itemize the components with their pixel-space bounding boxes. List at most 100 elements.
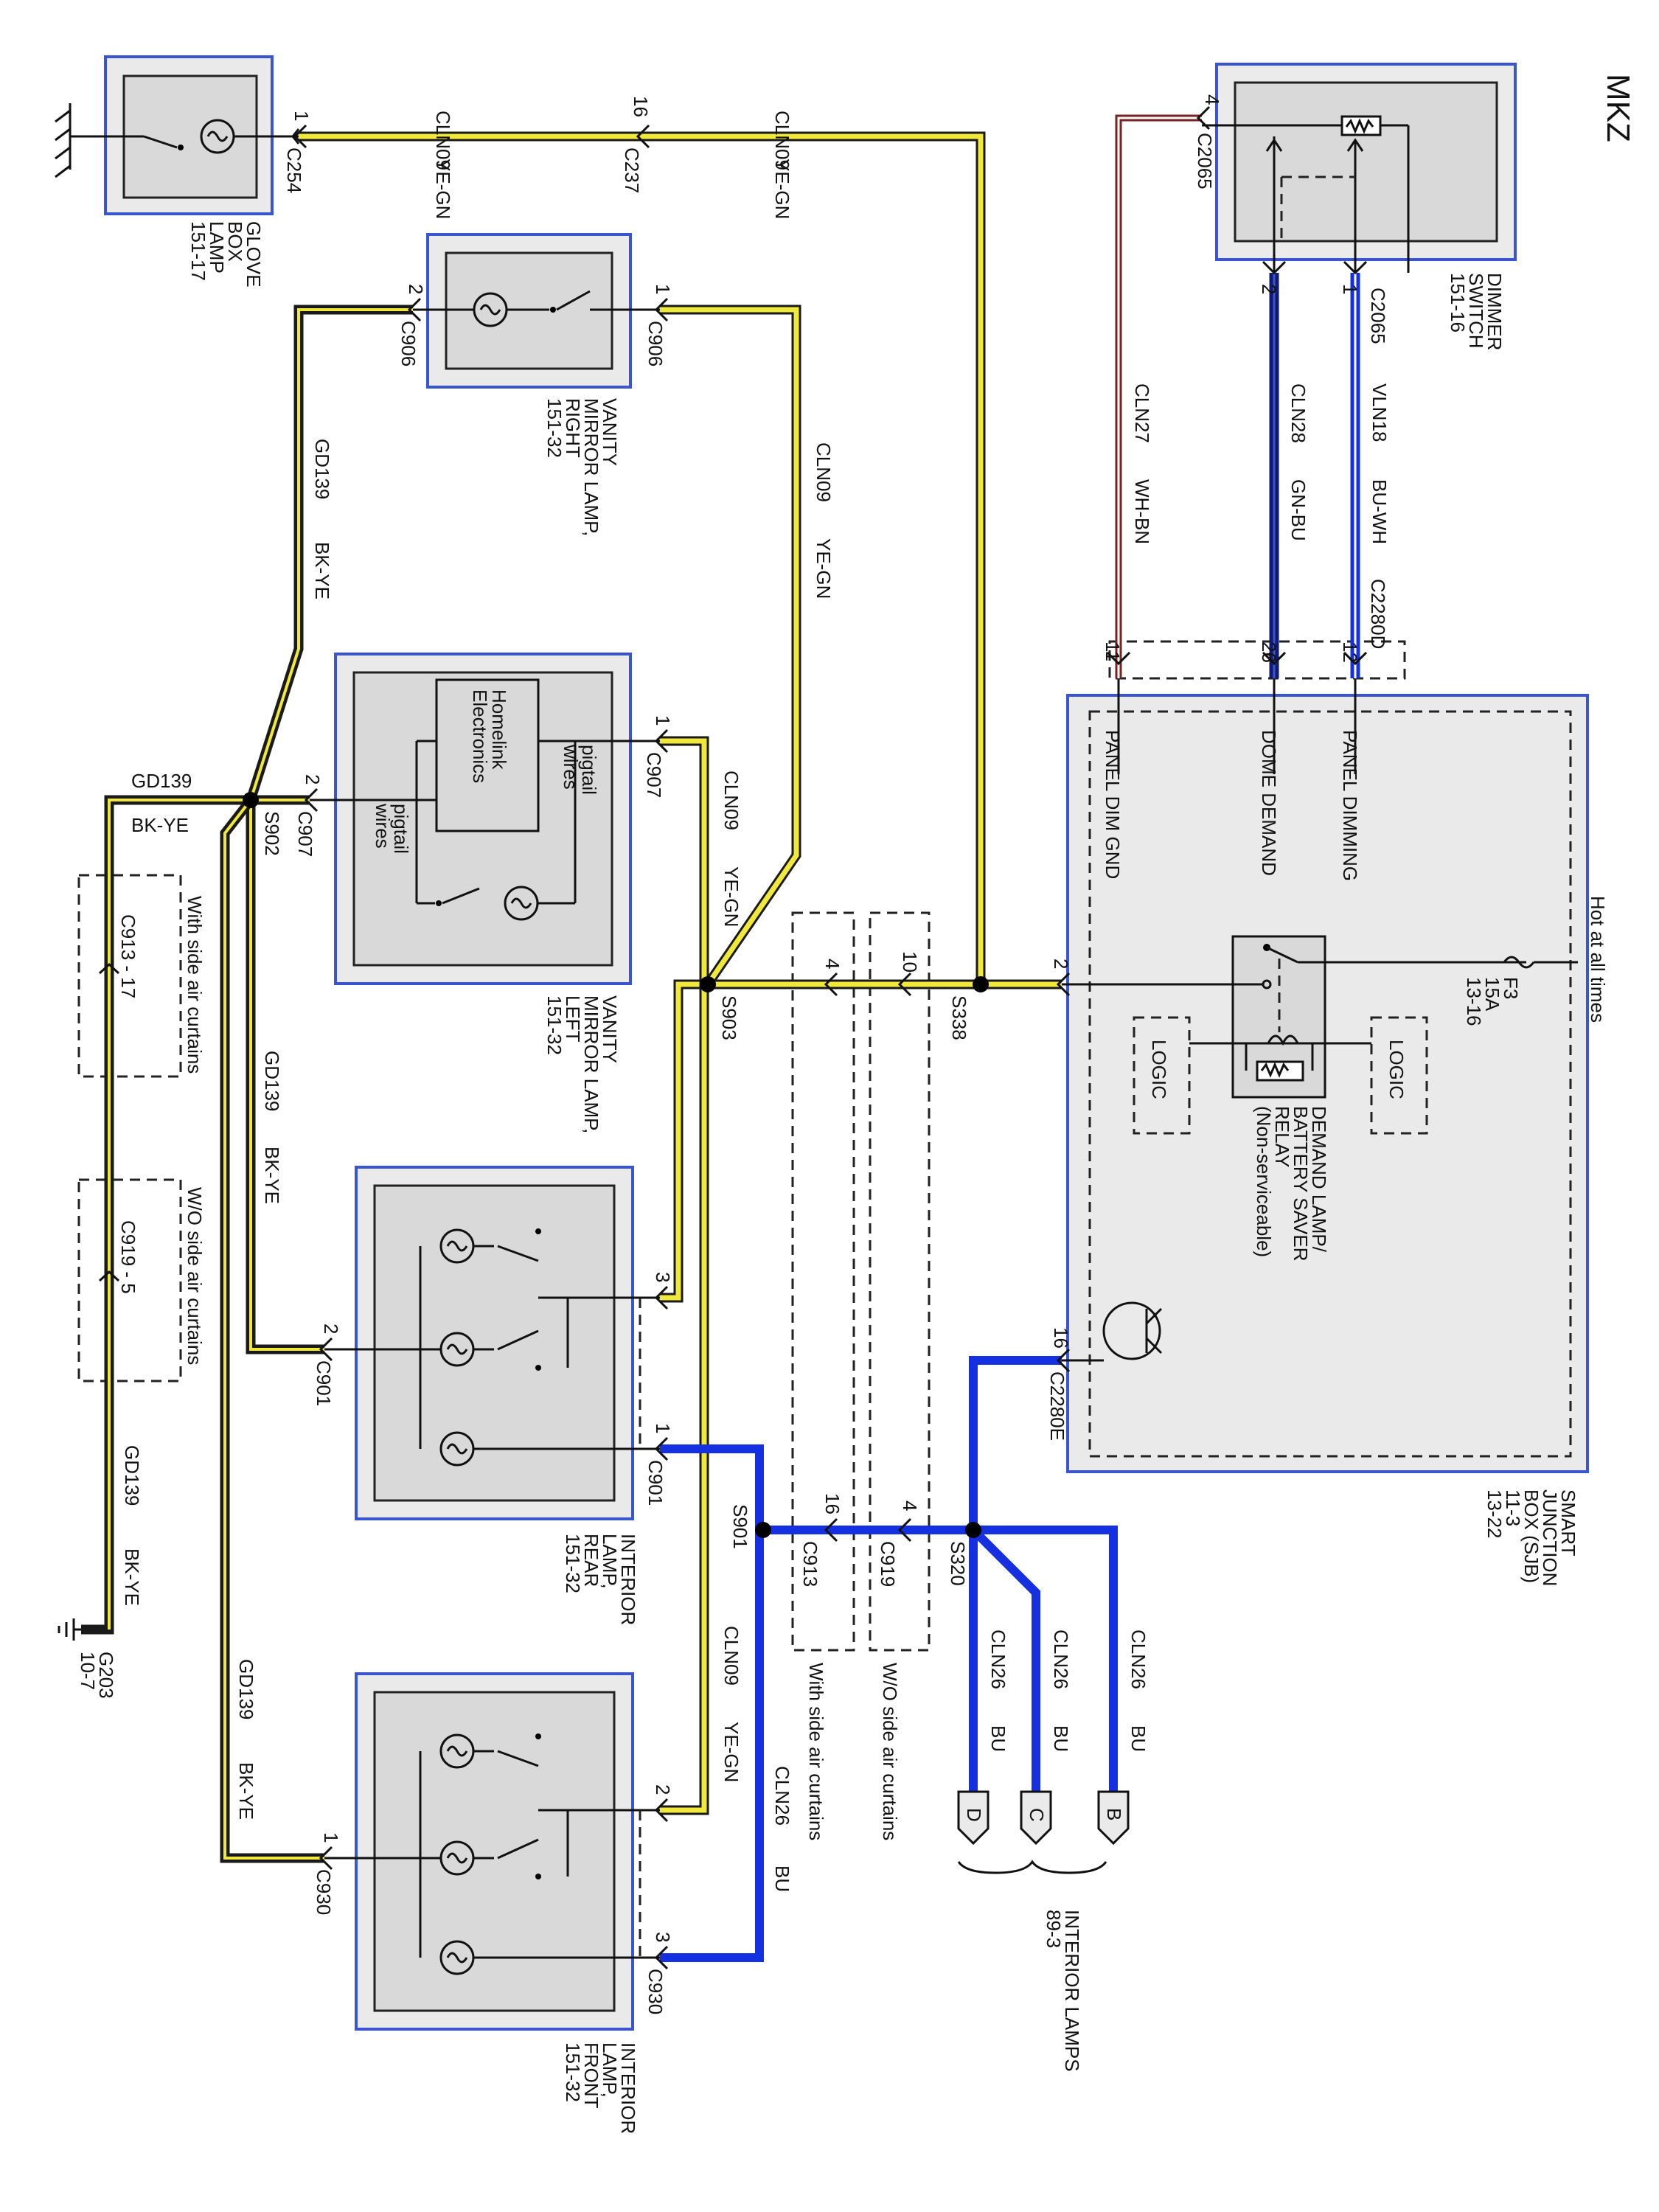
pin-c930-2: 2 (652, 1784, 674, 1795)
interior-lamp-front (324, 1672, 660, 2031)
ground-icon (55, 103, 81, 178)
homelink-label-1: Homelink (488, 689, 510, 770)
wire-label-bu-1: BU (771, 1865, 793, 1892)
splice-s903: S903 (718, 995, 740, 1040)
ground-g203-icon (58, 1618, 81, 1641)
option-box-with-sac (791, 911, 855, 1652)
pigtail-label-1: pigtail (578, 745, 600, 795)
splice-s902: S902 (261, 811, 283, 856)
pin-sjb-11: 11 (1102, 641, 1124, 661)
hot-at-all-times-label: Hot at all times (1587, 896, 1609, 1023)
glove-box-label-4: 151-17 (187, 221, 209, 281)
splice-s338-dot (973, 976, 989, 992)
vanity-right-label-3: RIGHT (562, 398, 584, 458)
wire-label-bu-2: BU (1127, 1725, 1150, 1752)
relay-label-1: DEMAND LAMP/ (1308, 1106, 1330, 1253)
wire-label-bu-wh: BU-WH (1368, 479, 1391, 544)
vanity-left-label-2: MIRROR LAMP, (580, 995, 602, 1133)
interior-rear-label-4: 151-32 (562, 1534, 584, 1593)
logic-label-left: LOGIC (1148, 1040, 1170, 1099)
wire-label-cln26-2: CLN26 (1127, 1630, 1150, 1689)
pin-c906-1: 1 (652, 284, 674, 294)
sjb-label-2: JUNCTION (1539, 1489, 1561, 1586)
vanity-left-label-1: VANITY (599, 995, 621, 1063)
page-title: MKZ (1600, 74, 1636, 142)
glove-box-label-1: GLOVE (243, 221, 265, 288)
wire-label-bu-4: BU (987, 1725, 1009, 1752)
interior-front-label-3: FRONT (580, 2042, 602, 2109)
pin-sjb-12: 12 (1339, 641, 1361, 663)
splice-s901-dot (755, 1522, 771, 1538)
labels: MKZ GLOVE BOX LAMP 151-17 VANITY MIRROR … (77, 74, 1636, 2134)
pin-c913-16: 16 (821, 1493, 844, 1514)
connector-c919-5: C919 - 5 (117, 1220, 139, 1294)
vanity-right-label-1: VANITY (599, 398, 621, 466)
pin-c901-3: 3 (652, 1272, 674, 1282)
pin-sjb-2: 2 (1050, 959, 1072, 969)
wire-label-gd139-3: GD139 (235, 1659, 257, 1719)
connector-c901-left: C901 (313, 1360, 335, 1406)
wire-label-cln09-3: CLN09 (813, 442, 835, 502)
wire-cln27-wh-bn (1115, 114, 1202, 678)
fuse-label-2: 15A (1481, 977, 1503, 1012)
connector-c907-left: C907 (294, 811, 316, 857)
fuse-label-3: 13-16 (1463, 977, 1485, 1026)
connector-c2065-bottom: C2065 (1367, 288, 1389, 344)
relay-label-3: RELAY (1271, 1106, 1293, 1167)
vanity-left-label-4: 151-32 (543, 995, 566, 1055)
sjb-label-4: 11-3 (1502, 1489, 1524, 1526)
option-label-with-sac-2: With side air curtains (805, 1663, 827, 1840)
wire-label-bk-ye-1: BK-YE (311, 542, 333, 599)
fuse-label-1: F3 (1500, 977, 1522, 999)
splice-s320: S320 (947, 1541, 969, 1586)
homelink-label-2: Electronics (469, 689, 491, 783)
pin-glove-1: 1 (291, 111, 313, 121)
wire-label-ye-gn-4: YE-GN (720, 866, 742, 927)
ground-label-1: G203 (95, 1652, 117, 1699)
pigtail-label-4: wires (372, 803, 394, 849)
splice-s903-dot (700, 976, 716, 992)
sjb-label-3: BOX (SJB) (1520, 1489, 1543, 1583)
interior-lamp-connectors (957, 1790, 1130, 1874)
wire-cln09-ye-gn (299, 131, 1062, 1815)
connector-c901-right: C901 (644, 1460, 667, 1506)
splice-s901: S901 (729, 1504, 751, 1549)
ground-label-2: 10-7 (77, 1652, 99, 1690)
pin-c2065-2: 2 (1258, 284, 1280, 294)
splice-s338: S338 (948, 995, 970, 1040)
connector-c913: C913 (799, 1541, 821, 1587)
pin-c2280e-16: 16 (1050, 1327, 1072, 1349)
vanity-mirror-lamp-left (310, 653, 660, 985)
wire-cln26-bu (660, 1356, 1118, 1962)
pin-sjb-26: 26 (1258, 641, 1280, 663)
panel-dim-gnd-label: PANEL DIM GND (1102, 730, 1124, 879)
pin-c930-3: 3 (652, 1932, 674, 1942)
interior-front-label-4: 151-32 (562, 2042, 584, 2102)
sjb-label-1: SMART (1557, 1489, 1579, 1557)
wire-label-ye-gn-1: YE-GN (432, 159, 454, 219)
pin-c2065-4: 4 (1201, 94, 1223, 105)
wire-label-cln27: CLN27 (1131, 383, 1153, 443)
glove-box-lamp (81, 55, 300, 215)
wire-label-vln18: VLN18 (1368, 383, 1391, 442)
pin-c901-2: 2 (320, 1324, 342, 1334)
glove-box-label-3: LAMP (206, 221, 228, 274)
option-label-wo-sac-2: W/O side air curtains (879, 1663, 901, 1840)
interior-front-label-2: LAMP, (599, 2042, 621, 2098)
wire-gd139-bk-ye (81, 305, 413, 1863)
wire-label-cln26-1: CLN26 (771, 1766, 793, 1826)
pin-c2065-1: 1 (1339, 284, 1361, 294)
splice-s902-dot (243, 792, 259, 808)
interior-lamp-b-label: B (1103, 1808, 1125, 1820)
pin-c930-1: 1 (320, 1832, 342, 1843)
pin-c901-1: 1 (652, 1423, 674, 1433)
wire-label-cln09-2: CLN09 (771, 111, 793, 170)
dimmer-label-1: DIMMER (1484, 273, 1506, 350)
sjb-label-5: 13-22 (1484, 1489, 1506, 1539)
wire-label-cln26-4: CLN26 (987, 1630, 1009, 1689)
wire-label-gd139-2: GD139 (261, 1051, 283, 1111)
pigtail-label-2: wires (560, 744, 582, 790)
interior-rear-label-2: LAMP, (599, 1534, 621, 1589)
vanity-mirror-lamp-right (413, 233, 660, 389)
connector-c913-17: C913 - 17 (117, 914, 139, 998)
